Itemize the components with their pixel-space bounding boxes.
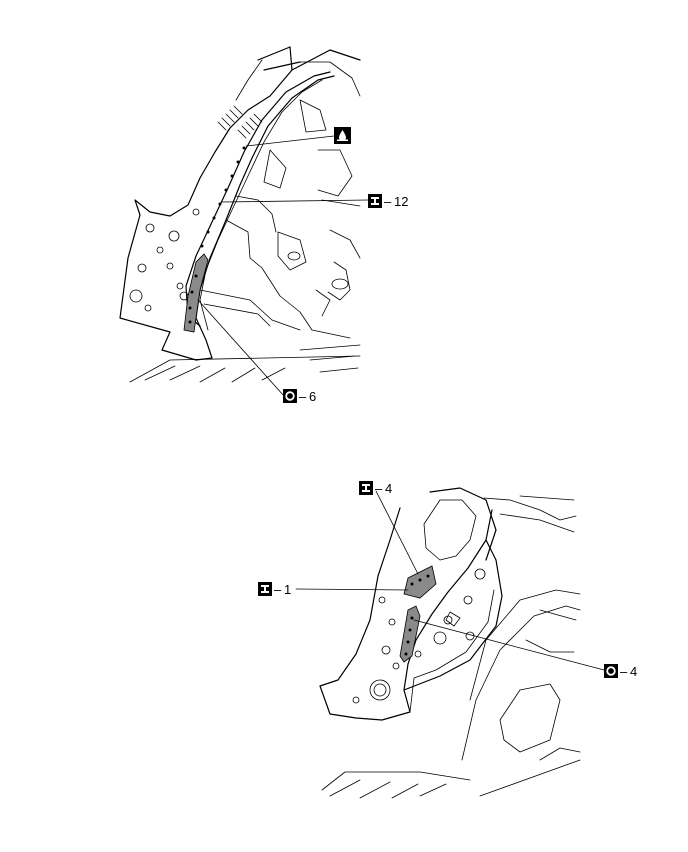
upper-stitch-leader: [221, 199, 369, 203]
lower-pillar-illustration: [295, 487, 605, 799]
lower-stitch-top-dash: –: [375, 481, 383, 496]
lower-weld-plate-top: [403, 565, 437, 599]
upper-pillar-outline: [119, 46, 335, 361]
upper-spot-leader: [197, 299, 285, 397]
upper-sealer-leader: [245, 135, 335, 147]
lower-stitch-mid-count: 1: [284, 582, 291, 597]
upper-spot-callout: – 6: [283, 389, 316, 404]
lower-spot-leader: [413, 619, 605, 671]
lower-stitch-mid-dash: –: [274, 582, 282, 597]
upper-spot-dash: –: [299, 389, 307, 404]
upper-floor: [129, 344, 361, 383]
upper-weld-dots: [188, 146, 246, 324]
upper-pillar-illustration: [119, 46, 369, 397]
lower-spot-callout: – 4: [604, 664, 637, 679]
upper-spot-count: 6: [309, 389, 316, 404]
lower-stitch-top-count: 4: [385, 481, 392, 496]
upper-stitch-dash: –: [384, 194, 392, 209]
upper-stitch-count: 12: [394, 194, 408, 209]
lower-stitch-top-leader: [375, 490, 419, 575]
lower-spot-dash: –: [620, 664, 628, 679]
upper-inner-structure: [199, 59, 361, 339]
lower-weld-dots: [404, 574, 430, 656]
upper-inner-rail: [185, 71, 331, 327]
lower-pillar-holes: [352, 568, 486, 704]
lower-pillar-outline: [319, 507, 493, 721]
lower-spot-count: 4: [630, 664, 637, 679]
lower-stitch-mid-callout: – 1: [258, 582, 291, 597]
lower-stitch-top-callout: – 4: [359, 481, 392, 496]
upper-weld-strip: [183, 253, 209, 333]
lower-weld-strip: [399, 605, 421, 663]
spot-weld-icon: [283, 389, 297, 403]
lower-floor: [321, 759, 581, 799]
lower-background-structure: [461, 589, 581, 761]
upper-stitch-marks: [217, 105, 263, 139]
lower-stitch-mid-leader: [295, 588, 409, 591]
upper-stitch-callout: – 12: [368, 194, 408, 209]
upper-flange-holes: [129, 208, 200, 312]
sealer-callout: [334, 127, 351, 144]
spot-weld-icon: [604, 664, 618, 678]
